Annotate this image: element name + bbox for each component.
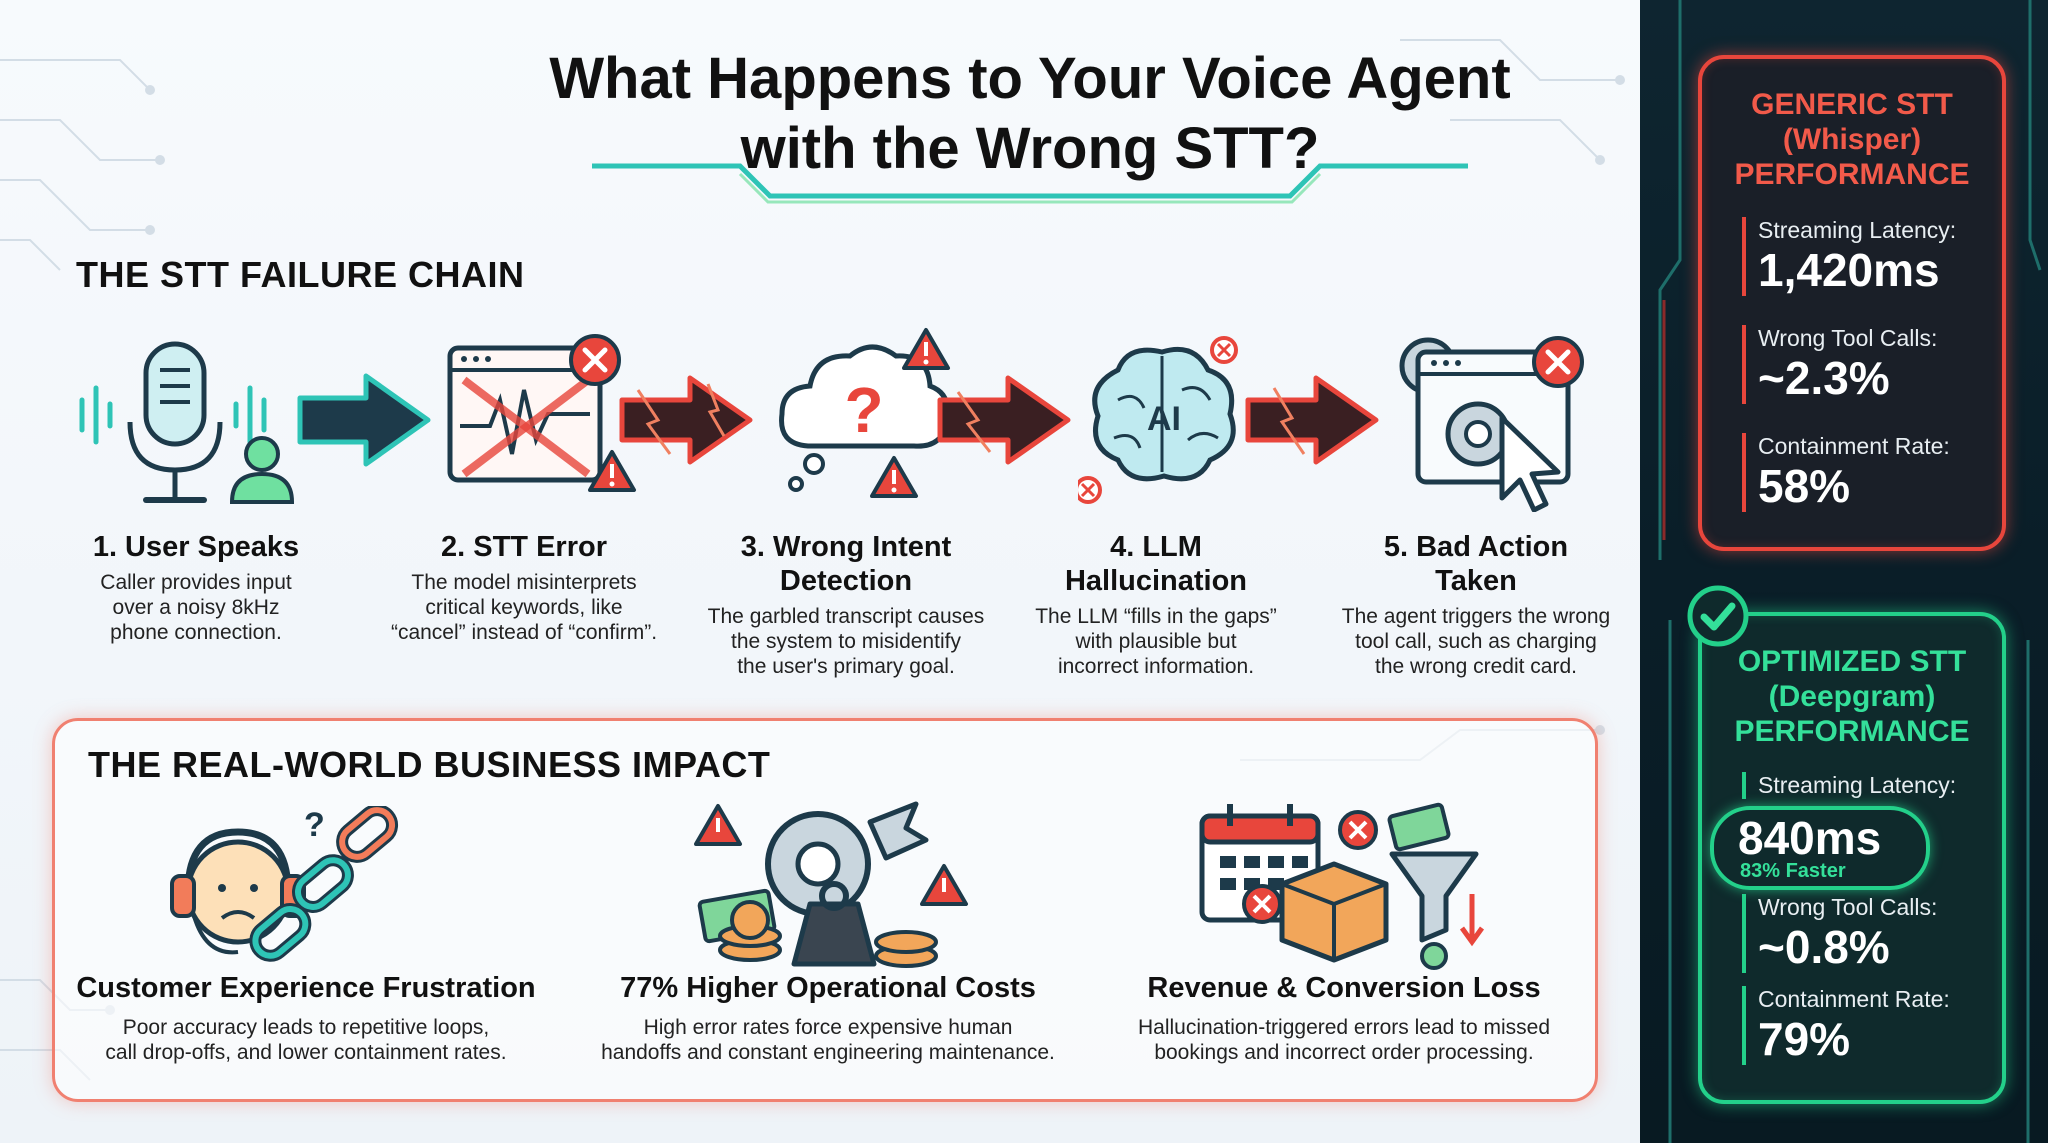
- optimized-containment-metric: Containment Rate: 79%: [1742, 986, 1950, 1065]
- business-impact-heading: THE REAL-WORLD BUSINESS IMPACT: [88, 744, 771, 785]
- generic-latency-metric: Streaming Latency: 1,420ms: [1742, 217, 1956, 296]
- chain-arrow-2: [619, 375, 753, 465]
- gears-money-weight-icon: [694, 801, 968, 968]
- metric-label: Streaming Latency:: [1742, 772, 1956, 799]
- broken-waveform-icon: [447, 334, 636, 492]
- latency-improvement-label: 83% Faster: [1740, 860, 1846, 882]
- check-badge-icon: [1687, 585, 1749, 647]
- chain-arrow-3: [937, 375, 1071, 465]
- stt-comparison-sidebar: GENERIC STT(Whisper)PERFORMANCE Streamin…: [1640, 0, 2048, 1143]
- metric-label: Wrong Tool Calls:: [1758, 325, 1938, 351]
- impact-description: Poor accuracy leads to repetitive loops,…: [105, 1016, 507, 1064]
- metric-value: 1,420ms: [1758, 244, 1940, 296]
- step-title: 2. STT Error: [441, 531, 607, 563]
- impact-item-customer-experience: Customer Experience Frustration Poor acc…: [66, 972, 546, 1065]
- title-line-1: What Happens to Your Voice Agent: [549, 46, 1511, 111]
- impact-title: Revenue & Conversion Loss: [1147, 972, 1541, 1004]
- impact-item-operational-costs: 77% Higher Operational Costs High error …: [588, 972, 1068, 1065]
- generic-stt-heading: GENERIC STT(Whisper)PERFORMANCE: [1734, 88, 1970, 191]
- title-underline-decoration: [592, 163, 1468, 204]
- metric-value: 840ms: [1738, 812, 1882, 864]
- metric-label: Containment Rate:: [1758, 986, 1950, 1012]
- impact-title: 77% Higher Operational Costs: [620, 972, 1036, 1004]
- metric-value: 58%: [1758, 460, 1851, 512]
- metric-label: Containment Rate:: [1758, 433, 1950, 459]
- optimized-latency-metric: Streaming Latency:: [1742, 772, 1956, 799]
- ai-brain-icon: AI: [1078, 336, 1238, 504]
- svg-text:?: ?: [304, 806, 325, 844]
- step-description: The LLM “fills in the gaps”with plausibl…: [1035, 605, 1277, 678]
- svg-text:?: ?: [844, 374, 883, 446]
- optimized-stt-heading: OPTIMIZED STT(Deepgram)PERFORMANCE: [1734, 645, 1970, 748]
- optimized-tool-calls-metric: Wrong Tool Calls: ~0.8%: [1742, 894, 1937, 973]
- metric-label: Streaming Latency:: [1758, 217, 1957, 243]
- gear-cursor-error-icon: [1399, 336, 1584, 512]
- main-infographic: What Happens to Your Voice Agent with th…: [0, 0, 1640, 1143]
- metric-value: 79%: [1758, 1013, 1851, 1065]
- page-title: What Happens to Your Voice Agent with th…: [430, 44, 1630, 184]
- latency-highlight-pill: 840ms 83% Faster: [1710, 806, 1930, 890]
- step-title: 1. User Speaks: [92, 531, 300, 563]
- impact-description: Hallucination-triggered errors lead to m…: [1137, 1016, 1551, 1064]
- optimized-stt-panel: OPTIMIZED STT(Deepgram)PERFORMANCE Strea…: [1698, 612, 2006, 1104]
- metric-value: ~2.3%: [1758, 352, 1890, 404]
- generic-stt-panel: GENERIC STT(Whisper)PERFORMANCE Streamin…: [1698, 55, 2006, 551]
- sidebar-circuit-decoration: [1658, 0, 2042, 1143]
- impact-item-revenue-loss: Revenue & Conversion Loss Hallucination-…: [1104, 972, 1584, 1065]
- metric-value: ~0.8%: [1758, 921, 1890, 973]
- impact-title: Customer Experience Frustration: [76, 972, 536, 1004]
- failure-chain-heading: THE STT FAILURE CHAIN: [76, 254, 525, 295]
- ai-brain-label: AI: [1147, 400, 1181, 438]
- metric-label: Wrong Tool Calls:: [1758, 894, 1938, 920]
- calendar-box-funnel-icon: [1199, 802, 1485, 970]
- microphone-user-icon: [79, 341, 295, 504]
- frustrated-agent-broken-chain-icon: ?: [170, 806, 399, 962]
- generic-tool-calls-metric: Wrong Tool Calls: ~2.3%: [1742, 325, 1937, 404]
- generic-containment-metric: Containment Rate: 58%: [1742, 433, 1950, 512]
- question-cloud-icon: ?: [779, 328, 950, 498]
- chain-arrow-1: [297, 373, 431, 467]
- chain-arrow-4: [1245, 375, 1379, 465]
- title-line-2: with the Wrong STT?: [740, 116, 1320, 181]
